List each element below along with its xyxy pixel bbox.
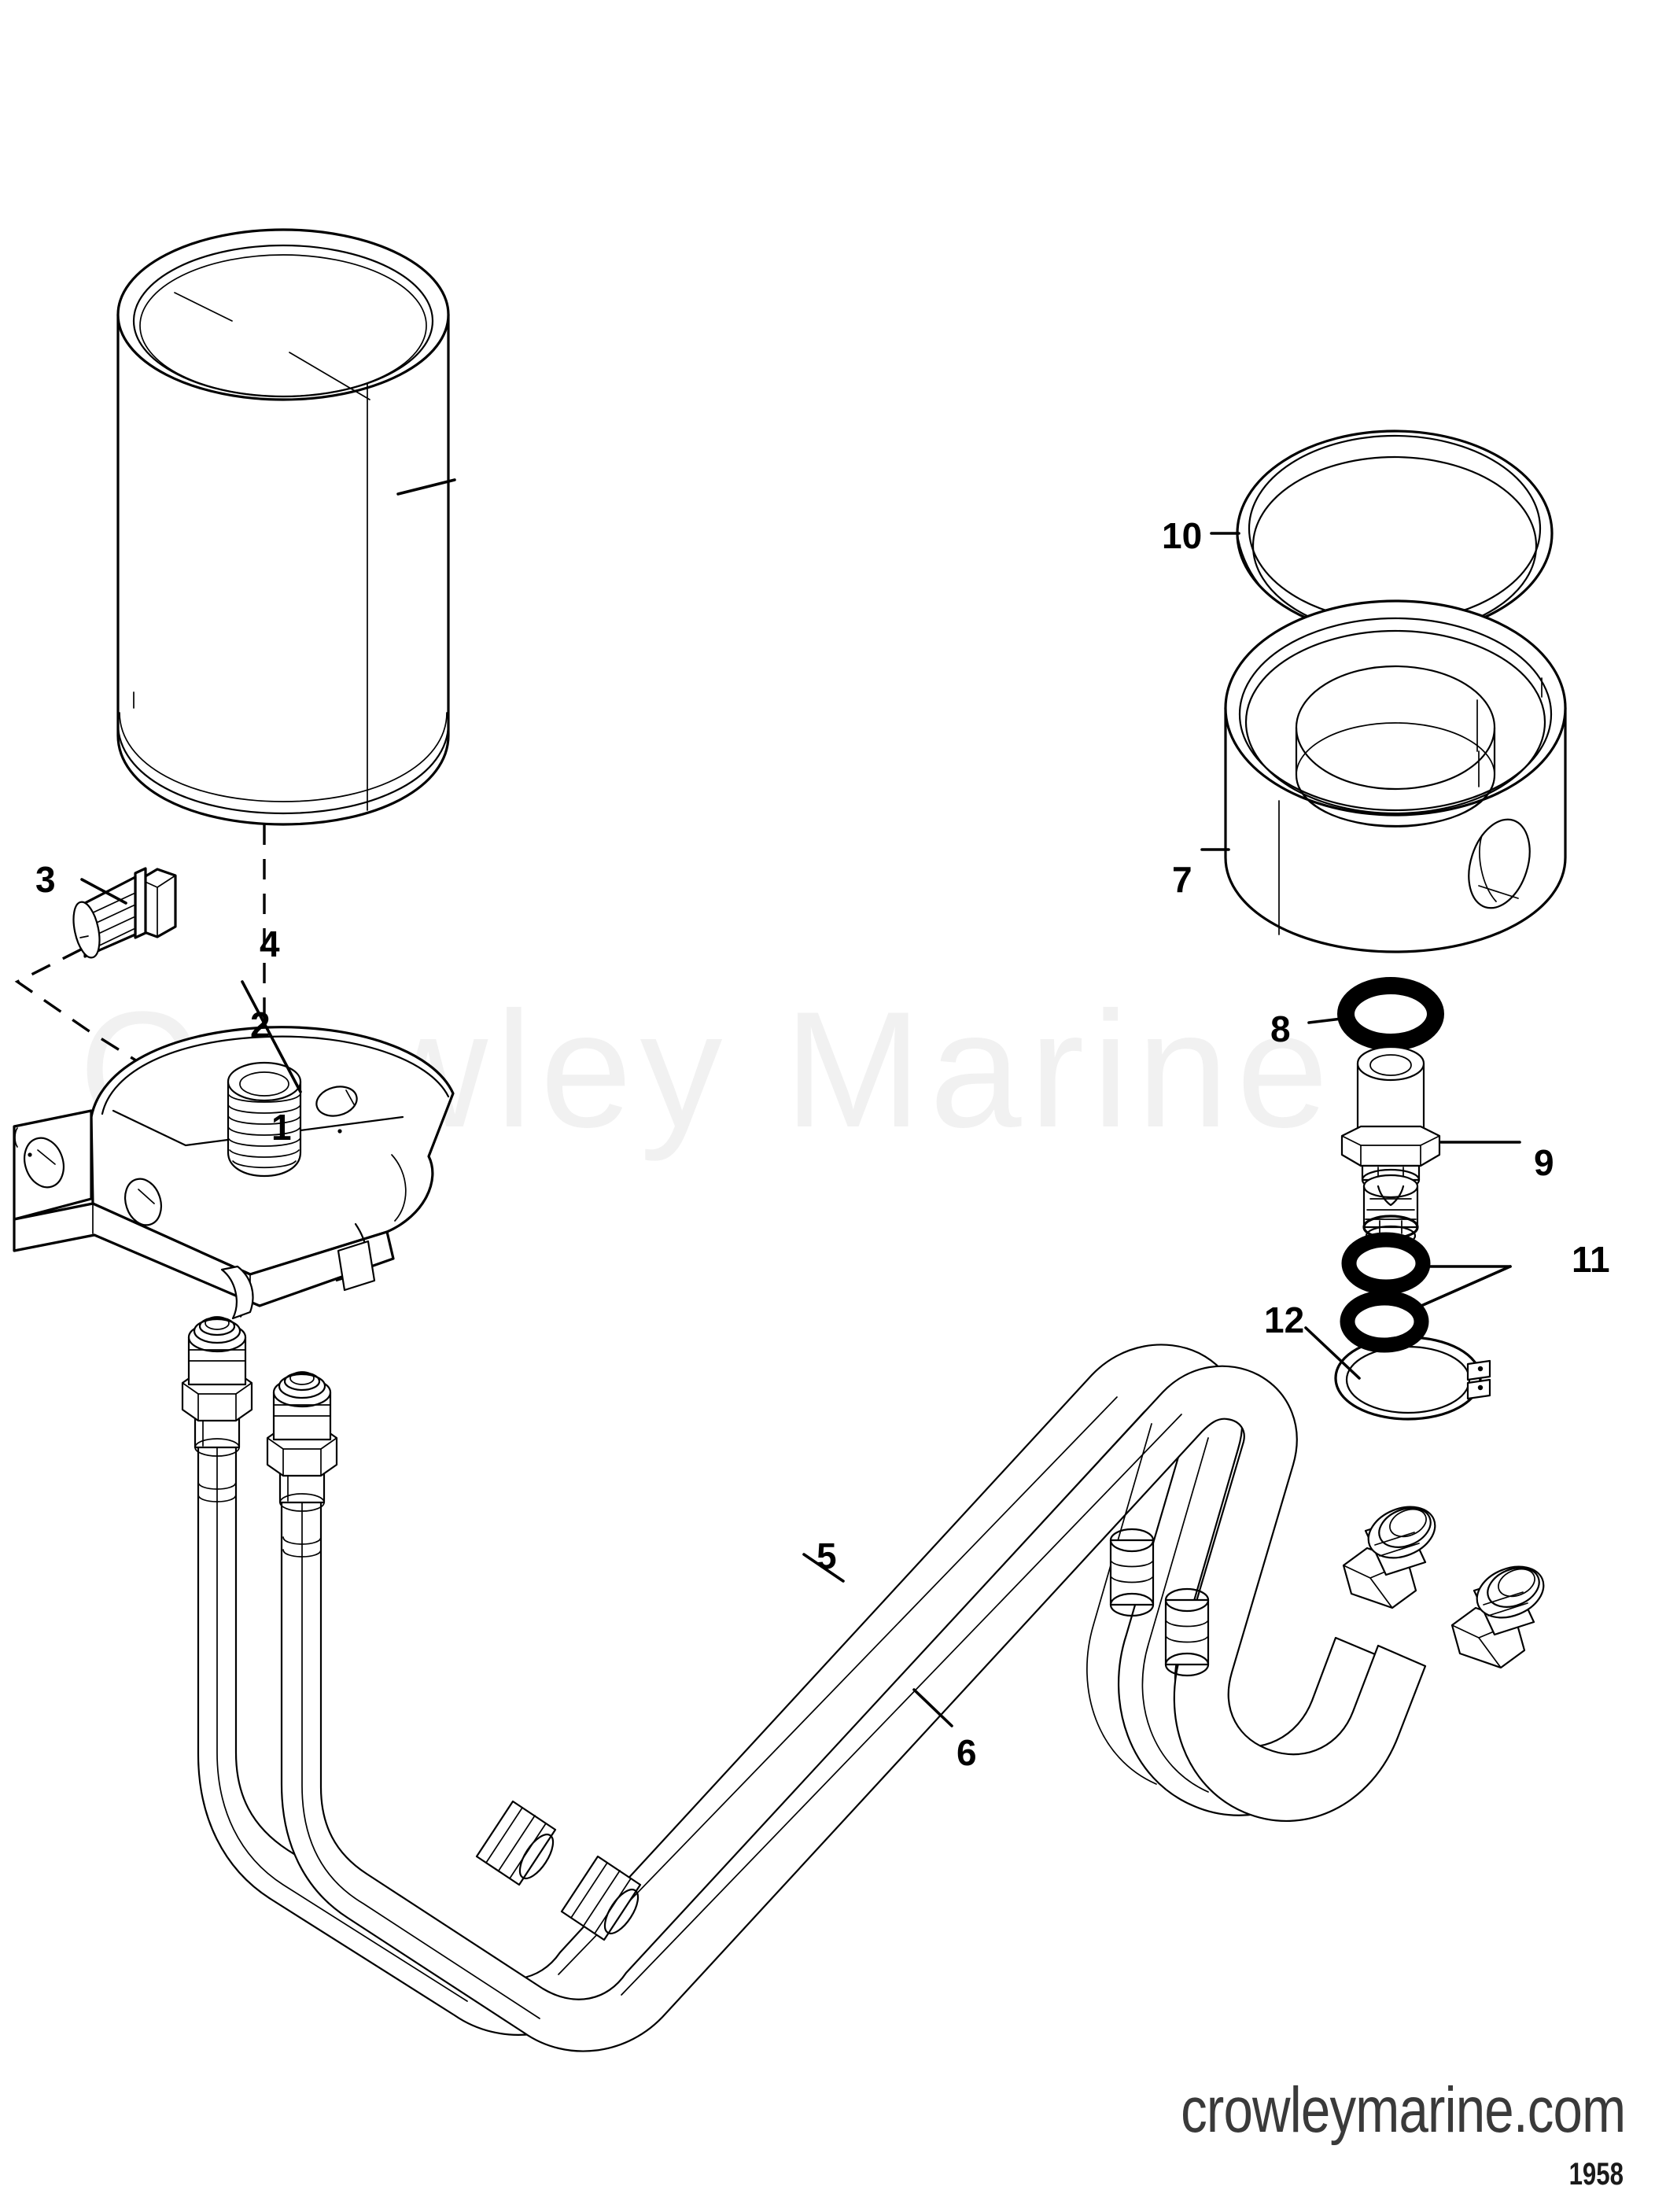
- page-number: 1958: [1568, 2157, 1624, 2192]
- relief-valve-art: [1340, 1045, 1521, 1247]
- callout-11: 11: [1572, 1239, 1610, 1280]
- callout-10: 10: [1162, 515, 1203, 556]
- callout-6: 6: [957, 1732, 977, 1773]
- hose-crimp-ferrules-right: [1109, 1528, 1210, 1677]
- hose-fitting-right-lower: [1450, 1565, 1545, 1669]
- o-ring-upper-art: [1307, 977, 1444, 1051]
- threaded-nipple-art: [227, 980, 302, 1178]
- o-ring-pair-art: [1340, 1232, 1512, 1353]
- oil-hose-assembly-art: [181, 1316, 1545, 2052]
- callout-1: 1: [271, 1107, 292, 1148]
- callout-5: 5: [816, 1535, 837, 1576]
- callout-4: 4: [260, 924, 280, 964]
- oil-filter-canister-art: [116, 228, 456, 826]
- retaining-snap-ring-art: [1304, 1326, 1491, 1421]
- hex-bolt-art: [14, 867, 177, 1079]
- hose-fitting-left-upper: [181, 1316, 253, 1502]
- footer-website-url: crowleymarine.com: [1180, 2074, 1626, 2146]
- hose-fitting-right-upper: [1342, 1506, 1436, 1609]
- callout-8: 8: [1270, 1008, 1291, 1049]
- callout-3: 3: [35, 859, 56, 900]
- hose-fitting-left-lower: [266, 1371, 338, 1558]
- callout-7: 7: [1172, 859, 1192, 900]
- filter-adapter-housing-art: [1200, 599, 1567, 953]
- callout-12: 12: [1264, 1300, 1305, 1340]
- hose-crimp-ferrules-bottom: [475, 1800, 642, 1941]
- callout-2: 2: [250, 1005, 271, 1045]
- callout-9: 9: [1534, 1142, 1554, 1183]
